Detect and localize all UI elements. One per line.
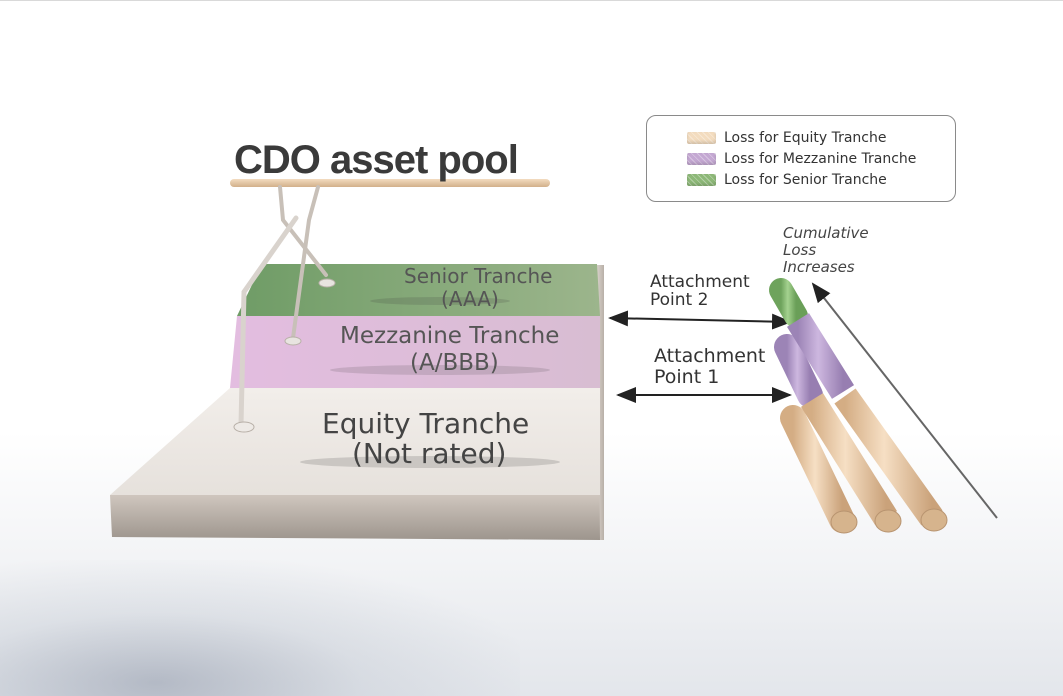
- cumulative-loss-label-line2: Loss: [783, 241, 816, 259]
- legend-item-senior: Loss for Senior Tranche: [687, 170, 887, 190]
- attachment-point-1-label-line2: Point 1: [654, 366, 719, 388]
- senior-tranche-label: Senior Tranche: [404, 264, 552, 288]
- attachment-point-2-label-line2: Point 2: [650, 290, 708, 310]
- legend-item-mezzanine: Loss for Mezzanine Tranche: [687, 149, 916, 169]
- equity-tranche-label: Equity Tranche: [322, 407, 529, 440]
- legend-swatch-equity: [687, 132, 716, 144]
- cumulative-loss-label-line1: Cumulative: [783, 224, 869, 242]
- legend-swatch-mezzanine: [687, 153, 716, 165]
- cumulative-loss-label-line3: Increases: [783, 258, 855, 276]
- legend-swatch-senior: [687, 174, 716, 186]
- attachment-point-2-arrow: [610, 318, 790, 322]
- mezzanine-tranche-rating: (A/BBB): [410, 350, 499, 376]
- equity-tranche-rating: (Not rated): [352, 437, 506, 470]
- legend-item-equity: Loss for Equity Tranche: [687, 128, 886, 148]
- attachment-point-2-label-line1: Attachment: [650, 272, 750, 292]
- attachment-point-1-label-line1: Attachment: [654, 345, 765, 367]
- legend-label-equity: Loss for Equity Tranche: [724, 130, 886, 146]
- legend-label-mezzanine: Loss for Mezzanine Tranche: [724, 151, 916, 167]
- legend: Loss for Equity Tranche Loss for Mezzani…: [646, 115, 956, 202]
- asset-pool-slab: [110, 264, 604, 540]
- mezzanine-tranche-label: Mezzanine Tranche: [340, 323, 559, 349]
- pool-title: CDO asset pool: [234, 138, 518, 183]
- legend-label-senior: Loss for Senior Tranche: [724, 172, 887, 188]
- slab-front-face: [110, 495, 600, 540]
- senior-tranche-rating: (AAA): [441, 287, 499, 311]
